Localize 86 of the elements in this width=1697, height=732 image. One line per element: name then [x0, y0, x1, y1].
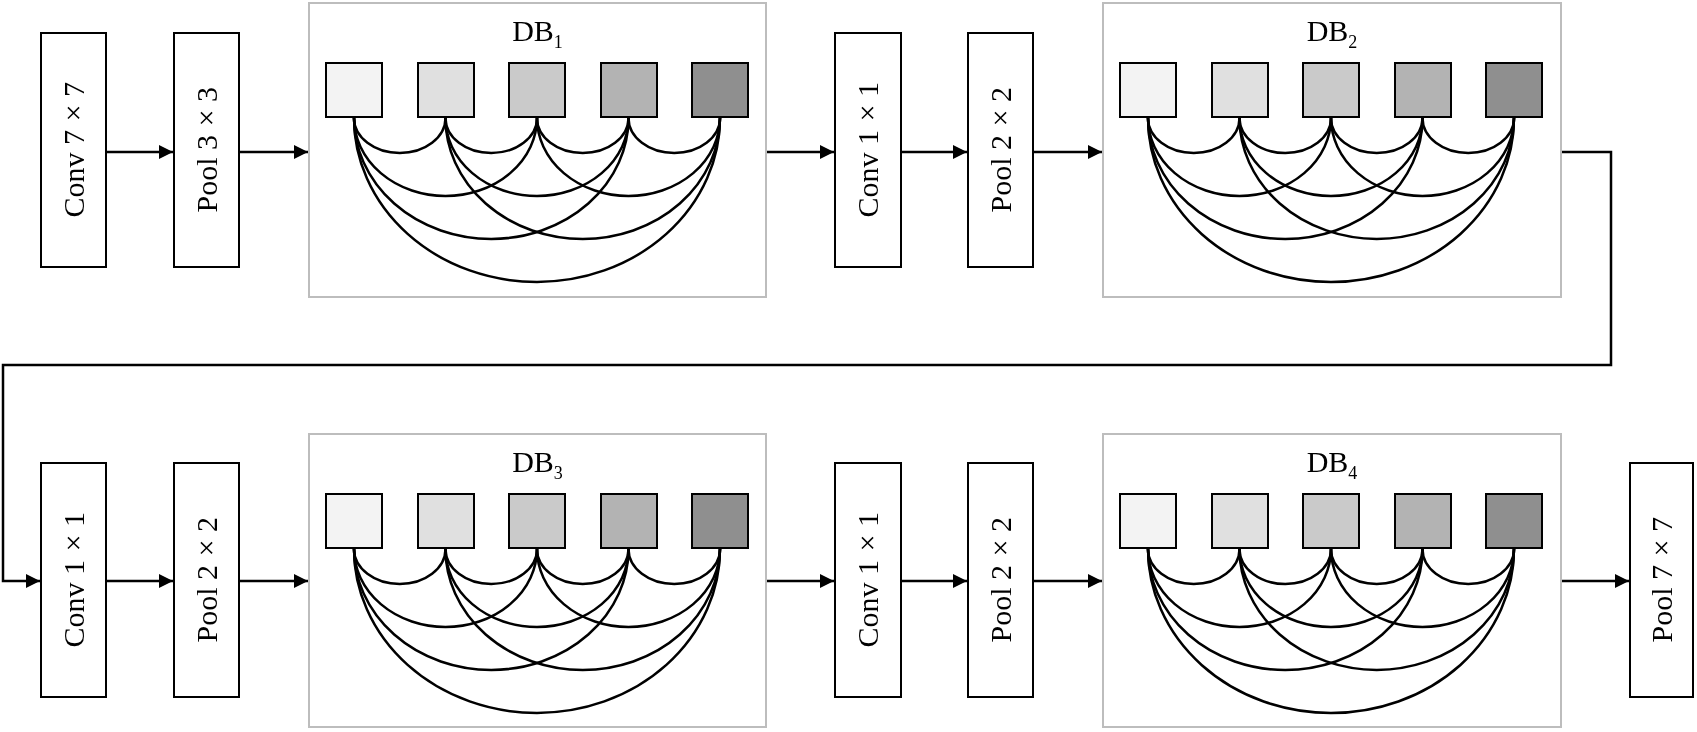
block-title: DB$_{1}$ — [511, 16, 564, 51]
layer-box — [173, 462, 240, 698]
layer-square — [416, 62, 475, 118]
connection-curve — [1238, 117, 1516, 240]
layer-square — [1210, 62, 1269, 118]
layer-square — [599, 62, 658, 118]
block-title: DB$_{4}$ — [1305, 447, 1359, 482]
layer-box — [834, 32, 902, 268]
layer-square — [1302, 62, 1360, 118]
layer-square — [1119, 493, 1177, 549]
layer-square — [1485, 62, 1543, 118]
arrow — [107, 145, 173, 159]
connection-curve — [1329, 117, 1424, 155]
block-title: DB$_{2}$ — [1305, 16, 1359, 51]
connection-curve — [1146, 117, 1241, 155]
layer-square — [1302, 493, 1360, 549]
connection-curve — [444, 548, 539, 586]
connection-curve — [1146, 548, 1516, 714]
layer-square — [325, 62, 383, 118]
connection-curve — [1421, 117, 1516, 155]
layer-label: Pool 7×7 — [1646, 517, 1677, 643]
arrow — [1034, 145, 1102, 159]
layer-square — [1119, 62, 1177, 118]
layer-square — [1485, 493, 1543, 549]
connection-curve — [627, 548, 722, 586]
layer-square — [325, 493, 383, 549]
layer-box — [40, 462, 107, 698]
connection-curve — [1329, 548, 1516, 629]
layer-square — [599, 493, 658, 549]
layer-square — [508, 62, 566, 118]
connection-curve — [444, 117, 722, 240]
connection-curve — [535, 548, 722, 629]
layer-square — [1210, 493, 1269, 549]
arrow — [1, 150, 1613, 588]
arrow — [902, 145, 967, 159]
layer-square — [508, 493, 566, 549]
connection-curve — [352, 117, 722, 283]
layer-box — [967, 32, 1034, 268]
connection-curve — [1146, 117, 1516, 283]
connection-curve — [627, 117, 722, 155]
connection-curve — [444, 548, 722, 671]
layer-label: Pool 2×2 — [985, 517, 1016, 643]
layer-label: Conv 1×1 — [853, 512, 883, 648]
layer-box — [1629, 462, 1694, 698]
arrow — [107, 574, 173, 588]
arrow — [1034, 574, 1102, 588]
layer-square — [691, 493, 749, 549]
layer-square — [1393, 493, 1452, 549]
layer-square — [416, 493, 475, 549]
connection-curve — [535, 548, 630, 586]
arrow — [767, 145, 834, 159]
connection-curve — [1329, 117, 1516, 198]
layer-label: Conv 1×1 — [58, 512, 89, 648]
connection-curve — [1421, 548, 1516, 586]
connection-curve — [352, 117, 447, 155]
layer-box — [40, 32, 107, 268]
connection-curve — [1238, 548, 1516, 671]
connection-curve — [535, 117, 722, 198]
connection-curve — [535, 117, 630, 155]
arrow — [902, 574, 967, 588]
layer-label: Conv 1×1 — [853, 82, 883, 218]
arrow — [767, 574, 834, 588]
arrow — [240, 574, 308, 588]
block-title: DB$_{3}$ — [511, 447, 564, 482]
connection-curve — [1329, 548, 1424, 586]
layer-square — [1393, 62, 1452, 118]
dense-block-panel — [1102, 433, 1562, 728]
connection-curve — [1238, 117, 1333, 155]
connection-curve — [352, 548, 447, 586]
arrow — [240, 145, 308, 159]
layer-label: Pool 2×2 — [985, 87, 1016, 213]
layer-box — [967, 462, 1034, 698]
layer-label: Pool 2×2 — [191, 517, 222, 643]
dense-block-panel — [308, 2, 767, 298]
dense-block-panel — [308, 433, 767, 728]
connection-curve — [1238, 548, 1333, 586]
layer-label: Conv 7×7 — [58, 82, 89, 218]
dense-block-panel — [1102, 2, 1562, 298]
connection-curve — [444, 117, 539, 155]
arrow — [1562, 574, 1629, 588]
connection-curve — [1146, 548, 1241, 586]
layer-square — [691, 62, 749, 118]
layer-box — [834, 462, 902, 698]
layer-box — [173, 32, 240, 268]
connection-curve — [352, 548, 722, 714]
layer-label: Pool 3×3 — [191, 87, 222, 213]
